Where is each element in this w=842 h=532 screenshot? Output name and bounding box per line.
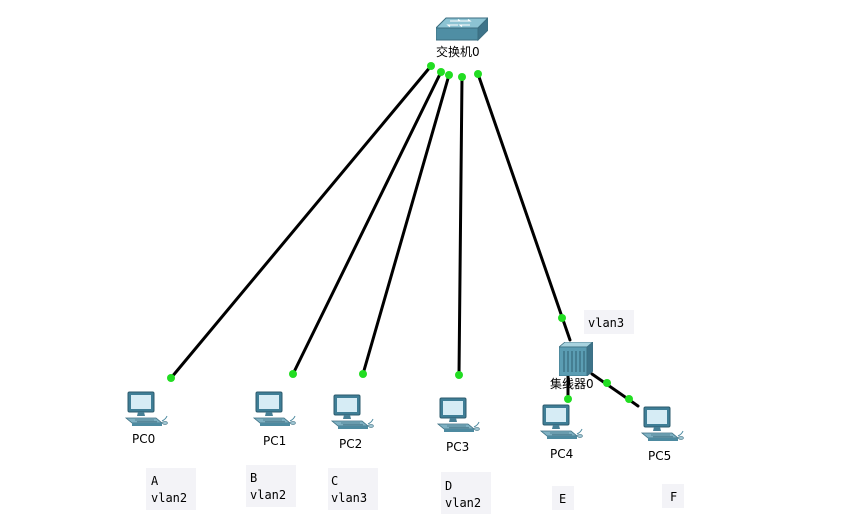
port-up-dot bbox=[564, 395, 572, 403]
port-up-dot bbox=[474, 70, 482, 78]
note-line1: C bbox=[331, 474, 338, 488]
port-up-dot bbox=[167, 374, 175, 382]
desktop-pc-icon bbox=[641, 406, 684, 442]
links-layer bbox=[169, 64, 640, 408]
note-hub-vlan[interactable]: vlan3 bbox=[584, 310, 634, 334]
port-up-dot bbox=[445, 71, 453, 79]
note-line1: A bbox=[151, 474, 159, 488]
pc-label: PC1 bbox=[263, 434, 286, 448]
link-switch-hub[interactable] bbox=[476, 72, 572, 342]
note-f[interactable]: F bbox=[662, 484, 684, 508]
port-up-dot bbox=[625, 395, 633, 403]
link-switch-pc0[interactable] bbox=[169, 64, 433, 380]
pc-node-pc0[interactable]: PC0 bbox=[125, 391, 168, 446]
note-line2: vlan2 bbox=[250, 488, 286, 502]
note-background bbox=[441, 472, 491, 514]
note-d[interactable]: D vlan2 bbox=[441, 472, 491, 514]
port-up-dot bbox=[455, 371, 463, 379]
note-line2: vlan3 bbox=[331, 491, 367, 505]
note-line1: F bbox=[670, 490, 677, 504]
pc-label: PC3 bbox=[446, 440, 469, 454]
link-switch-pc2[interactable] bbox=[361, 73, 451, 376]
pc-node-pc4[interactable]: PC4 bbox=[540, 404, 583, 461]
desktop-pc-icon bbox=[331, 394, 374, 430]
note-line1: B bbox=[250, 471, 257, 485]
switch-label: 交换机0 bbox=[436, 44, 480, 59]
pc-label: PC4 bbox=[550, 447, 573, 461]
desktop-pc-icon bbox=[125, 391, 168, 427]
port-up-dot bbox=[427, 62, 435, 70]
pc-node-pc5[interactable]: PC5 bbox=[641, 406, 684, 463]
note-c[interactable]: C vlan3 bbox=[328, 468, 378, 510]
note-background bbox=[328, 468, 378, 510]
port-indicators bbox=[167, 62, 633, 403]
note-b[interactable]: B vlan2 bbox=[246, 465, 296, 507]
port-up-dot bbox=[289, 370, 297, 378]
network-hub-icon bbox=[559, 342, 593, 376]
note-background bbox=[146, 468, 196, 510]
port-up-dot bbox=[437, 68, 445, 76]
hub-node[interactable]: 集线器0 bbox=[550, 342, 594, 391]
link-switch-pc1[interactable] bbox=[291, 70, 443, 376]
port-up-dot bbox=[558, 314, 566, 322]
pc-node-pc1[interactable]: PC1 bbox=[253, 391, 296, 448]
pc-label: PC0 bbox=[132, 432, 155, 446]
note-line2: vlan2 bbox=[151, 491, 187, 505]
port-up-dot bbox=[603, 379, 611, 387]
note-a[interactable]: A vlan2 bbox=[146, 468, 196, 510]
switch-node[interactable]: 交换机0 bbox=[436, 17, 488, 59]
note-background bbox=[662, 484, 684, 508]
port-up-dot bbox=[458, 73, 466, 81]
note-line2: vlan2 bbox=[445, 496, 481, 510]
note-background bbox=[246, 465, 296, 507]
note-background bbox=[584, 310, 634, 334]
desktop-pc-icon bbox=[540, 404, 583, 440]
link-switch-pc3[interactable] bbox=[457, 75, 464, 377]
desktop-pc-icon bbox=[437, 397, 480, 433]
note-e[interactable]: E bbox=[552, 486, 574, 510]
pc-label: PC5 bbox=[648, 449, 671, 463]
note-line1: E bbox=[559, 492, 566, 506]
hub-label: 集线器0 bbox=[550, 376, 594, 391]
desktop-pc-icon bbox=[253, 391, 296, 427]
note-line1: D bbox=[445, 479, 452, 493]
port-up-dot bbox=[359, 370, 367, 378]
pc-node-pc2[interactable]: PC2 bbox=[331, 394, 374, 451]
pc-label: PC2 bbox=[339, 437, 362, 451]
note-line1: vlan3 bbox=[588, 316, 624, 330]
network-switch-icon bbox=[436, 17, 488, 41]
pc-node-pc3[interactable]: PC3 bbox=[437, 397, 480, 454]
note-background bbox=[552, 486, 574, 510]
